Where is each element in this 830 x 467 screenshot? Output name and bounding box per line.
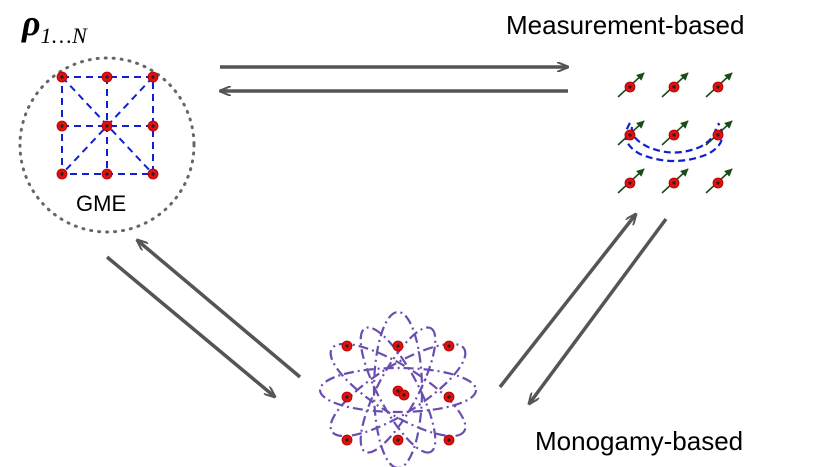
- monogamy-qubit: [443, 391, 455, 403]
- arrow-monogamy-to-measurement: [498, 214, 636, 389]
- spin-qubit: [668, 129, 680, 141]
- rho-subscript: 1…N: [40, 23, 88, 48]
- spin-qubit: [712, 177, 724, 189]
- monogamy-state: [318, 310, 478, 467]
- monogamy-qubit: [341, 434, 353, 446]
- monogamy-qubit: [341, 391, 353, 403]
- monogamy-orbits: [318, 310, 478, 467]
- gme-qubit: [56, 120, 68, 132]
- spin-qubit: [624, 81, 636, 93]
- gme-state: [18, 56, 196, 234]
- gme-qubit: [101, 120, 113, 132]
- spin-qubit: [624, 177, 636, 189]
- measurement-pair-ring-outer: [624, 122, 724, 163]
- transition-arrows: [105, 67, 668, 404]
- monogamy-qubit: [392, 340, 404, 352]
- monogamy-qubit: [443, 340, 455, 352]
- monogamy-qubit: [341, 340, 353, 352]
- monogamy-qubits: [341, 340, 455, 446]
- spin-qubit: [712, 129, 724, 141]
- measurement-based-label: Measurement-based: [506, 10, 745, 40]
- monogamy-qubit: [392, 434, 404, 446]
- monogamy-based-label: Monogamy-based: [535, 426, 744, 456]
- rho-symbol: ρ: [22, 3, 41, 43]
- gme-qubit: [101, 71, 113, 83]
- gme-qubit: [147, 120, 159, 132]
- gme-label: GME: [76, 191, 127, 216]
- arrow-monogamy-to-gme: [137, 240, 302, 379]
- arrow-gme-to-monogamy: [105, 255, 275, 397]
- measurement-spins: [617, 72, 733, 194]
- spin-qubit: [624, 129, 636, 141]
- measurement-state: [617, 72, 733, 194]
- gme-qubit: [147, 168, 159, 180]
- spin-qubit: [668, 81, 680, 93]
- gme-qubit: [101, 168, 113, 180]
- gme-qubit: [147, 71, 159, 83]
- gme-qubits: [56, 71, 159, 180]
- gme-qubit: [56, 71, 68, 83]
- monogamy-qubit: [443, 434, 455, 446]
- spin-qubit: [668, 177, 680, 189]
- arrow-measurement-to-monogamy: [529, 217, 668, 404]
- monogamy-qubit: [398, 389, 410, 401]
- density-matrix-label: ρ1…N: [22, 2, 87, 48]
- measurement-pair-ring-inner: [630, 126, 718, 154]
- gme-qubit: [56, 168, 68, 180]
- spin-qubit: [712, 81, 724, 93]
- gme-boundary-circle: [18, 56, 196, 234]
